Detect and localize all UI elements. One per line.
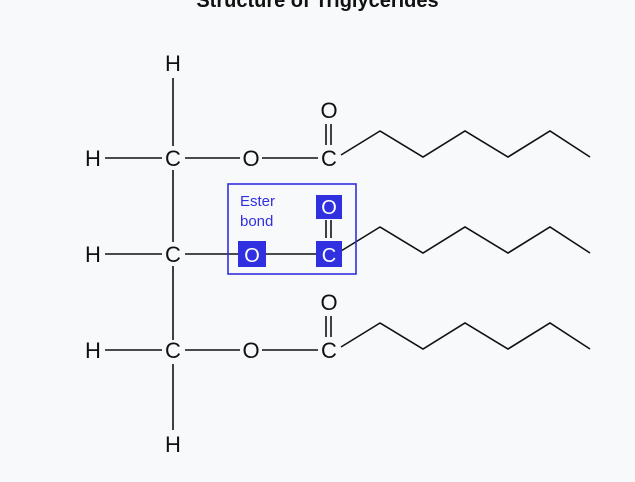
ester-bond-box (227, 183, 357, 275)
ester-label-line1: Ester (240, 193, 275, 210)
atom-o-row1: O (242, 146, 259, 171)
highlight-o-carbonyl (316, 195, 342, 219)
atom-h-bottom: H (165, 432, 181, 457)
atom-o-carbonyl-row1: O (320, 98, 337, 123)
atom-c-carbonyl-row3: C (321, 338, 337, 363)
atom-o-row3: O (242, 338, 259, 363)
atom-o-row2: O (244, 245, 260, 267)
atom-o-carbonyl-row3: O (320, 290, 337, 315)
fatty-acid-chain-2 (340, 226, 591, 254)
atom-c-row3: C (165, 338, 181, 363)
fatty-acid-chain-3 (340, 322, 591, 350)
fatty-acid-chain-1 (340, 130, 591, 158)
atom-h-row2: H (85, 242, 101, 267)
ester-label-line2: bond (240, 213, 273, 230)
diagram-title: Structure of Triglycerides (196, 0, 439, 12)
atom-c-row1: C (165, 146, 181, 171)
atom-c-carbonyl-row2: C (322, 245, 336, 267)
atom-o-carbonyl-row2: O (321, 197, 337, 219)
atom-c-carbonyl-row1: C (321, 146, 337, 171)
highlight-c-carbonyl (316, 241, 342, 267)
highlight-o-ester (238, 241, 266, 267)
atom-h-top: H (165, 51, 181, 76)
atom-c-row2: C (165, 242, 181, 267)
atom-h-row1: H (85, 146, 101, 171)
bonds (105, 78, 591, 430)
atom-h-row3: H (85, 338, 101, 363)
